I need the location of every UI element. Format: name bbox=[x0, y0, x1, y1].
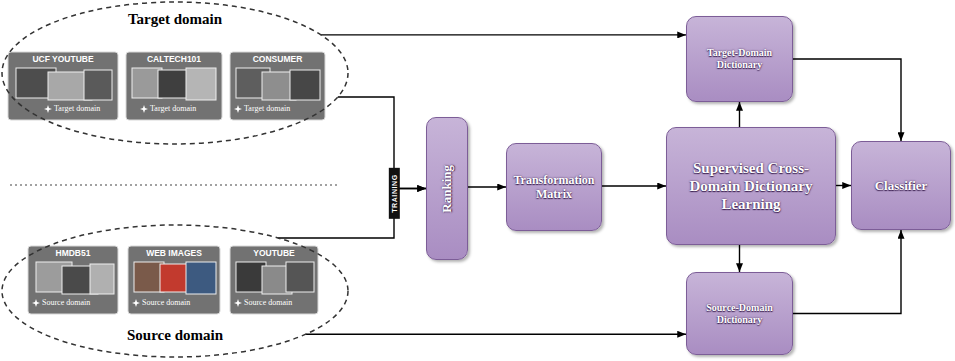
process-box: Classifier bbox=[851, 141, 951, 230]
process-box: Transformation Matrix bbox=[506, 143, 602, 231]
box-label: Transformation Matrix bbox=[513, 173, 595, 202]
box-label: Target-Domain Dictionary bbox=[693, 47, 786, 71]
dataset-name: WEB IMAGES bbox=[128, 248, 220, 259]
sparkle-icon bbox=[32, 299, 40, 307]
dataset-name: UCF YOUTUBE bbox=[8, 54, 118, 65]
domain-tag: Source domain bbox=[142, 298, 190, 308]
box-label: Supervised Cross-Domain Dictionary Learn… bbox=[673, 159, 829, 213]
sparkle-icon bbox=[234, 105, 242, 113]
photo bbox=[290, 70, 320, 100]
connector bbox=[338, 97, 426, 189]
thumbnail-frame bbox=[128, 246, 220, 314]
connector bbox=[739, 245, 740, 272]
box-label: Ranking bbox=[439, 165, 455, 213]
sparkle-icon bbox=[44, 105, 52, 113]
dataset-thumbnail: HMDB51Source domain bbox=[28, 246, 118, 314]
thumbnail-frame bbox=[28, 246, 118, 314]
dataset-name: CONSUMER bbox=[230, 54, 325, 65]
photo bbox=[286, 262, 314, 292]
dashed-ellipse bbox=[2, 2, 348, 144]
process-box: Source-Domain Dictionary bbox=[686, 272, 793, 355]
dataset-name: YOUTUBE bbox=[230, 248, 318, 259]
box-label: Classifier bbox=[858, 178, 944, 194]
photo bbox=[158, 70, 188, 98]
connector bbox=[602, 185, 666, 186]
domain-tag: Source domain bbox=[42, 298, 90, 308]
thumbnail-art bbox=[8, 52, 325, 314]
photo bbox=[84, 70, 112, 100]
sparkle-icon bbox=[234, 299, 242, 307]
domain-heading: Source domain bbox=[127, 326, 223, 344]
box-label: Source-Domain Dictionary bbox=[693, 302, 786, 326]
connector bbox=[468, 186, 506, 187]
dataset-thumbnail: WEB IMAGES Source domain bbox=[128, 246, 220, 314]
dataset-thumbnail: CONSUMER Target domain bbox=[230, 52, 325, 120]
connector bbox=[836, 185, 851, 186]
dataset-thumbnail: YOUTUBE Source domain bbox=[230, 246, 318, 314]
photo bbox=[186, 68, 216, 100]
connector bbox=[739, 102, 740, 127]
domain-heading: Target domain bbox=[128, 10, 222, 28]
connector bbox=[278, 189, 426, 239]
dataset-name: CALTECH101 bbox=[126, 54, 222, 65]
dataset-name: HMDB51 bbox=[28, 248, 118, 259]
process-box: Supervised Cross-Domain Dictionary Learn… bbox=[666, 127, 836, 245]
process-box: Target-Domain Dictionary bbox=[686, 16, 793, 102]
thumbnail-frame bbox=[230, 246, 318, 314]
domain-tag: Target domain bbox=[244, 104, 290, 114]
domain-tag: Target domain bbox=[150, 104, 196, 114]
dataset-thumbnail: CALTECH101Target domain bbox=[126, 52, 222, 120]
domain-ellipse: Target domainUCF YOUTUBETarget domainCAL… bbox=[1, 1, 349, 145]
thumbnail-frame bbox=[126, 52, 222, 120]
photo bbox=[90, 264, 114, 294]
domain-tag: Target domain bbox=[54, 104, 100, 114]
connector bbox=[321, 34, 686, 35]
dataset-thumbnail: UCF YOUTUBE Target domain bbox=[8, 52, 118, 120]
domain-ellipse: Source domainHMDB51Source domainWEB IMAG… bbox=[1, 224, 349, 358]
thumbnail-frame bbox=[230, 52, 325, 120]
sparkle-icon bbox=[132, 299, 140, 307]
photo bbox=[186, 262, 216, 294]
thumbnail-frame bbox=[8, 52, 118, 120]
dashed-ellipse bbox=[2, 225, 348, 357]
stage-tag: TRAINING bbox=[389, 168, 400, 219]
label-holder: TRAINING bbox=[387, 143, 401, 243]
sparkle-icon bbox=[140, 105, 148, 113]
domain-tag: Source domain bbox=[244, 298, 292, 308]
divider-line bbox=[10, 184, 340, 185]
connector bbox=[306, 334, 686, 335]
process-box: Ranking bbox=[426, 117, 468, 260]
